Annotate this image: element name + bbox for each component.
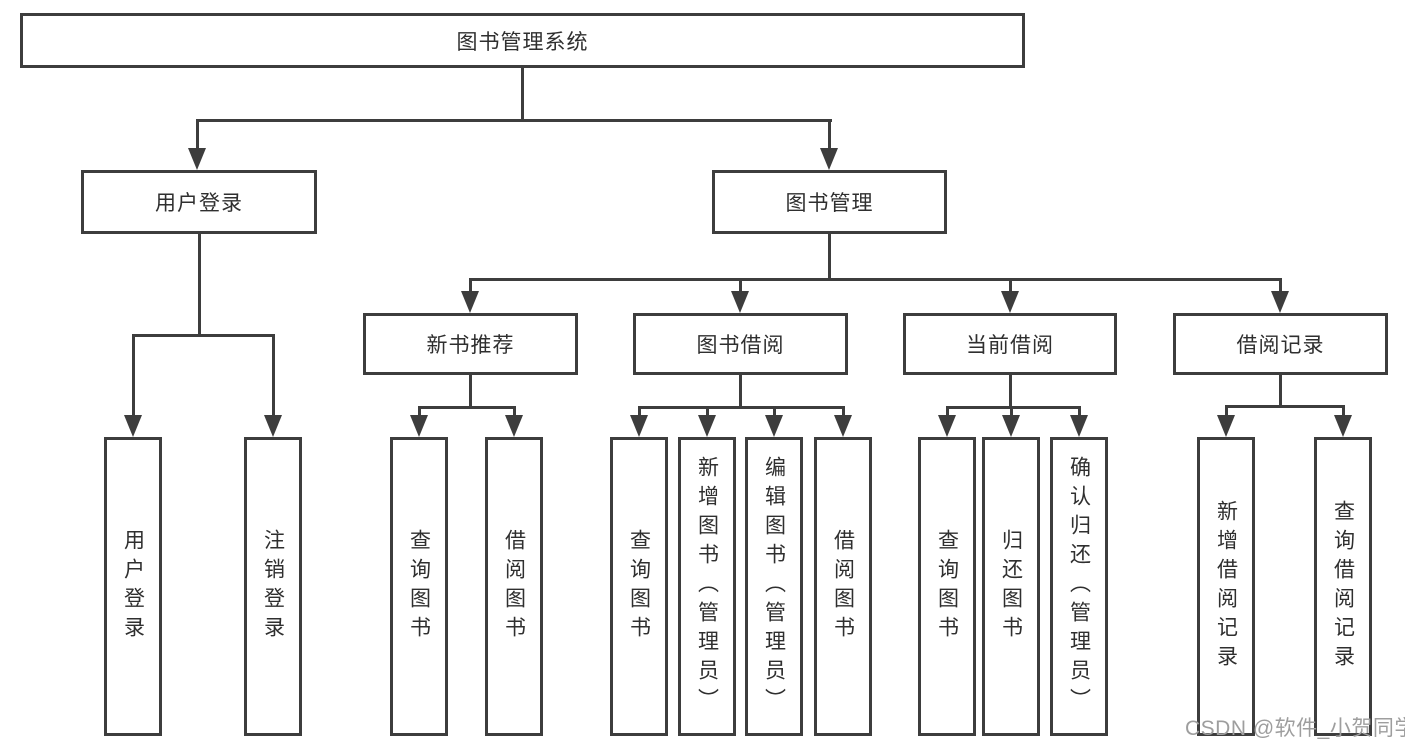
arrow-down-icon [1002, 415, 1020, 437]
connector-line [198, 234, 201, 336]
connector-line [773, 406, 776, 417]
leaf-query-borrow-record: 查询借阅记录 [1314, 437, 1372, 736]
connector-line [1009, 375, 1012, 408]
connector-line [469, 375, 472, 408]
connector-line [739, 375, 742, 408]
leaf-borrow-books: 借阅图书 [485, 437, 543, 736]
connector-line [1010, 406, 1013, 417]
arrow-down-icon [698, 415, 716, 437]
arrow-down-icon [410, 415, 428, 437]
connector-line [418, 406, 516, 409]
connector-line [1225, 405, 1345, 408]
arrow-down-icon [461, 291, 479, 313]
arrow-down-icon [1271, 291, 1289, 313]
arrow-down-icon [505, 415, 523, 437]
node-book-borrowing: 图书借阅 [633, 313, 848, 375]
connector-line [521, 68, 524, 121]
arrow-down-icon [1217, 415, 1235, 437]
arrow-down-icon [124, 415, 142, 437]
connector-line [1279, 375, 1282, 408]
connector-line [638, 406, 845, 409]
leaf-confirm-return-admin: 确认归还（管理员） [1050, 437, 1108, 736]
connector-line [946, 406, 1081, 409]
leaf-borrow-books: 借阅图书 [814, 437, 872, 736]
node-book-management: 图书管理 [712, 170, 947, 234]
connector-line [196, 119, 199, 150]
arrow-down-icon [630, 415, 648, 437]
leaf-query-books: 查询图书 [918, 437, 976, 736]
arrow-down-icon [765, 415, 783, 437]
arrow-down-icon [820, 148, 838, 170]
arrow-down-icon [188, 148, 206, 170]
arrow-down-icon [834, 415, 852, 437]
connector-line [132, 334, 275, 337]
connector-line [842, 406, 845, 417]
connector-line [946, 406, 949, 417]
connector-line [1009, 278, 1012, 295]
arrow-down-icon [1334, 415, 1352, 437]
node-borrowing-records: 借阅记录 [1173, 313, 1388, 375]
connector-line [706, 406, 709, 417]
arrow-down-icon [264, 415, 282, 437]
leaf-user-login: 用户登录 [104, 437, 162, 736]
leaf-add-books-admin: 新增图书（管理员） [678, 437, 736, 736]
arrow-down-icon [938, 415, 956, 437]
leaf-query-books: 查询图书 [610, 437, 668, 736]
node-new-book-recommendation: 新书推荐 [363, 313, 578, 375]
connector-line [828, 119, 831, 150]
connector-line [739, 278, 742, 295]
arrow-down-icon [1070, 415, 1088, 437]
connector-line [469, 278, 472, 295]
arrow-down-icon [1001, 291, 1019, 313]
connector-line [418, 406, 421, 417]
leaf-query-books: 查询图书 [390, 437, 448, 736]
connector-line [828, 234, 831, 280]
connector-line [1342, 405, 1345, 417]
node-user-login: 用户登录 [81, 170, 317, 234]
connector-line [132, 334, 135, 417]
arrow-down-icon [731, 291, 749, 313]
connector-line [272, 334, 275, 417]
connector-line [469, 278, 1282, 281]
connector-line [638, 406, 641, 417]
leaf-return-books: 归还图书 [982, 437, 1040, 736]
leaf-logout: 注销登录 [244, 437, 302, 736]
node-library-management-system: 图书管理系统 [20, 13, 1025, 68]
csdn-watermark: CSDN @软件_小贺同学 [1185, 717, 1405, 740]
leaf-edit-books-admin: 编辑图书（管理员） [745, 437, 803, 736]
leaf-add-borrow-record: 新增借阅记录 [1197, 437, 1255, 736]
connector-line [196, 119, 832, 122]
connector-line [513, 406, 516, 417]
connector-line [1225, 405, 1228, 417]
node-current-borrowing: 当前借阅 [903, 313, 1117, 375]
connector-line [1078, 406, 1081, 417]
connector-line [1279, 278, 1282, 295]
